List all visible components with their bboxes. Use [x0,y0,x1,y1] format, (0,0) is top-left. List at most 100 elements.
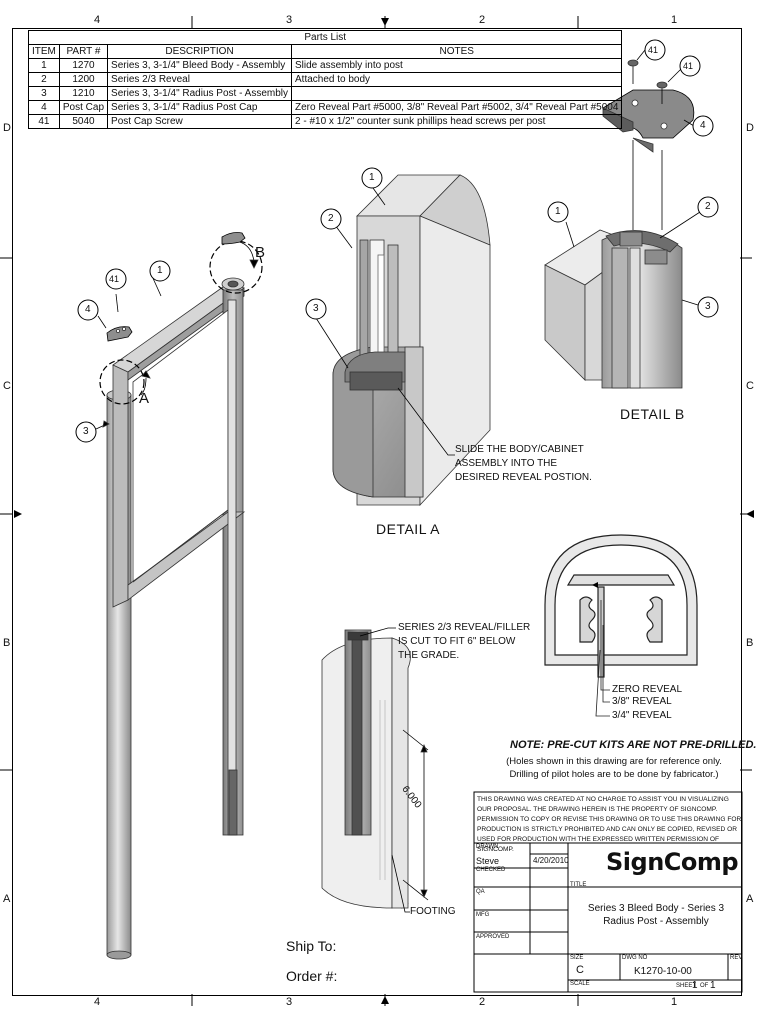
of-value: 1 [710,980,716,991]
disclaimer-text: THIS DRAWING WAS CREATED AT NO CHARGE TO… [477,796,742,853]
balloon-main-4: 4 [85,304,91,315]
header-description: DESCRIPTION [107,44,292,59]
mfg-label: MFG [476,912,490,918]
sheet-value: 1 [692,980,698,991]
balloon-detail-b-41b: 41 [683,61,694,71]
cell-description: Series 3, 3-1/4" Radius Post - Assembly [107,86,292,101]
note-line2: Drilling of pilot holes are to be done b… [509,769,719,780]
detail-b-label: DETAIL B [620,406,685,422]
cell-notes [290,86,623,101]
drawing-title: Series 3 Bleed Body - Series 3 Radius Po… [587,903,725,927]
view-letter-b: B [255,244,266,261]
balloon-detail-b-2: 2 [705,201,711,212]
parts-row: 3 1210 Series 3, 3-1/4" Radius Post - As… [28,86,623,101]
zone-top-4: 4 [94,14,101,26]
cell-item: 2 [28,72,60,87]
parts-row: 41 5040 Post Cap Screw 2 - #10 x 1/2" co… [28,114,623,129]
callout-reveal-line3: THE GRADE. [398,650,460,661]
zone-bottom-1: 1 [671,996,678,1008]
rev-label: REV [730,955,743,961]
balloon-detail-a-2: 2 [328,213,334,224]
parts-row: 4 Post Cap Series 3, 3-1/4" Radius Post … [28,100,623,115]
cell-notes: Zero Reveal Part #5000, 3/8" Reveal Part… [290,100,623,115]
balloon-detail-b-1: 1 [555,206,561,217]
callout-slide-line3: DESIRED REVEAL POSTION. [455,472,592,483]
callout-34-reveal: 3/4" REVEAL [612,710,672,721]
parts-row: 1 1270 Series 3, 3-1/4" Bleed Body - Ass… [28,58,623,73]
title-label: TITLE [570,882,587,888]
view-letter-a: A [139,390,150,407]
title-block-lines [473,791,743,993]
cell-part: 1270 [58,58,109,73]
callout-reveal-line2: IS CUT TO FIT 6" BELOW [398,636,516,647]
qa-label: QA [476,889,485,895]
zone-right-B: B [746,637,754,649]
of-label: OF [700,983,709,989]
zone-right-C: C [746,380,754,392]
note-line1: (Holes shown in this drawing are for ref… [506,756,722,767]
footing-illustration [321,627,429,913]
zone-bottom-3: 3 [286,996,293,1008]
zone-left-A: A [3,893,11,905]
detail-b-illustration [544,49,701,389]
cell-part: Post Cap [58,100,109,115]
size-value: C [576,964,584,976]
cell-description: Series 2/3 Reveal [107,72,292,87]
cell-description: Series 3, 3-1/4" Radius Post Cap [107,100,292,115]
callout-footing: FOOTING [410,906,456,917]
center-arrows [14,18,754,1004]
main-assembly [95,232,263,960]
zone-right-D: D [746,122,754,134]
balloon-detail-b-3: 3 [705,301,711,312]
approved-label: APPROVED [476,934,510,940]
checked-label: CHECKED [476,867,506,873]
parts-list-title: Parts List [27,30,623,45]
callout-38-reveal: 3/8" REVEAL [612,696,672,707]
cell-part: 1200 [58,72,109,87]
cell-item: 41 [28,114,60,129]
sheet-border [12,28,742,996]
cell-notes: Attached to body [290,72,623,87]
balloon-main-41: 41 [109,274,120,284]
balloon-main-3: 3 [83,426,89,437]
cell-item: 1 [28,58,60,73]
header-notes: NOTES [290,44,623,59]
callout-zero-reveal: ZERO REVEAL [612,684,683,695]
scale-label: SCALE [570,981,590,987]
profile-section [544,534,698,717]
detail-a-label: DETAIL A [376,521,440,537]
cell-notes: 2 - #10 x 1/2" counter sunk phillips hea… [290,114,623,129]
balloon-detail-b-4: 4 [700,120,706,131]
zone-top-2: 2 [479,14,486,26]
balloon-main-1: 1 [157,265,163,276]
callout-slide-line2: ASSEMBLY INTO THE [455,458,558,469]
cell-item: 3 [28,86,60,101]
size-label: SIZE [570,955,584,961]
zone-right-A: A [746,893,754,905]
callout-reveal-line1: SERIES 2/3 REVEAL/FILLER [398,622,531,633]
ship-to-label: Ship To: [286,938,337,954]
dwg-no-value: K1270-10-00 [634,966,692,977]
callout-slide-line1: SLIDE THE BODY/CABINET [455,444,584,455]
sheet-label: SHEET [676,983,697,989]
cell-part: 1210 [58,86,109,101]
parts-list-table: Parts List ITEM PART # DESCRIPTION NOTES… [27,30,623,129]
zone-top-3: 3 [286,14,293,26]
note-title: NOTE: PRE-CUT KITS ARE NOT PRE-DRILLED. [510,739,757,751]
zone-bottom-4: 4 [94,996,101,1008]
parts-row: 2 1200 Series 2/3 Reveal Attached to bod… [28,72,623,87]
balloon-detail-a-3: 3 [313,303,319,314]
zone-left-D: D [3,122,11,134]
drawn-by: Steve [476,856,500,866]
balloon-circles [75,39,719,443]
cell-item: 4 [28,100,60,115]
balloon-detail-a-1: 1 [369,172,375,183]
header-item: ITEM [28,44,60,59]
balloon-detail-b-41a: 41 [648,45,659,55]
order-label: Order #: [286,968,338,984]
cell-description: Series 3, 3-1/4" Bleed Body - Assembly [107,58,292,73]
dwg-no-label: DWG NO [622,955,648,961]
cell-notes: Slide assembly into post [290,58,623,73]
zone-top-1: 1 [671,14,678,26]
